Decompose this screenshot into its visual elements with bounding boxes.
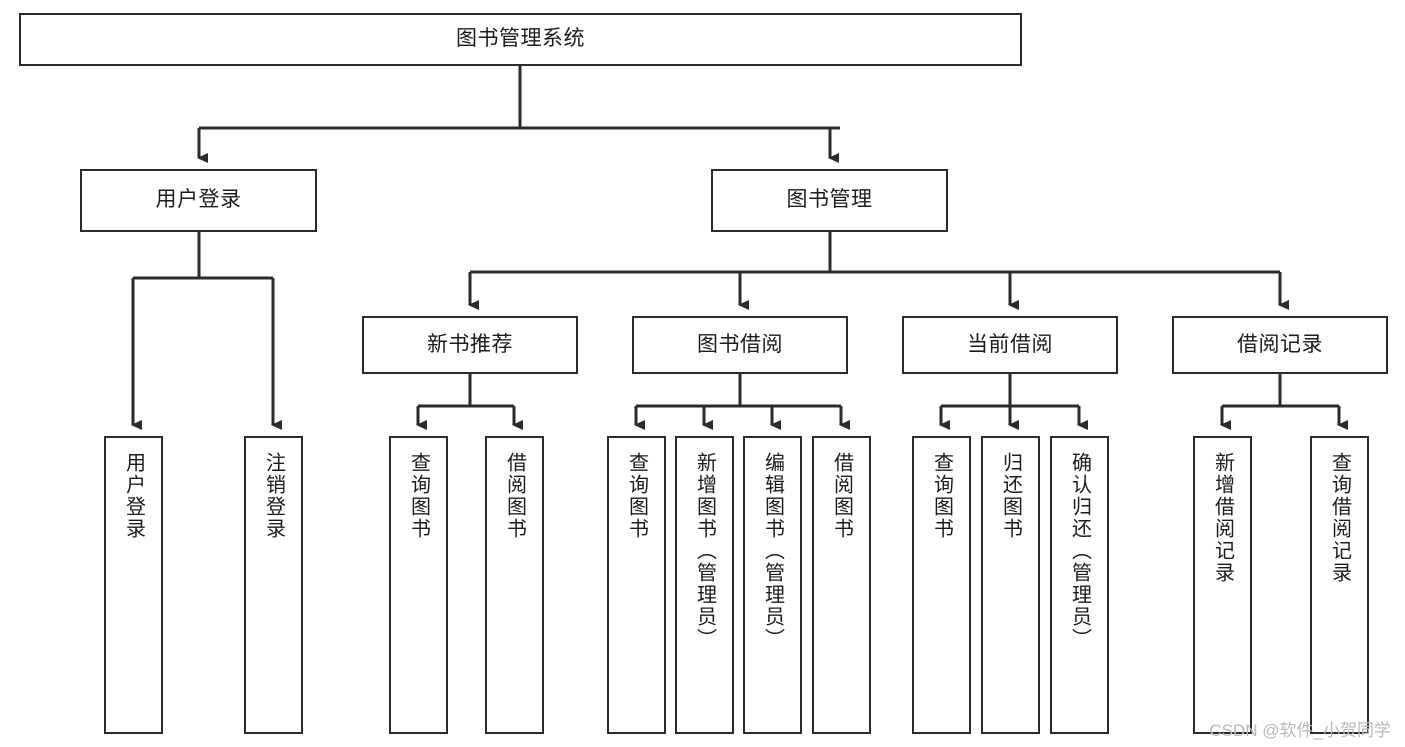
- node-label: 图书借阅: [697, 332, 783, 356]
- node-leaf-newbook-borrow-book[interactable]: 借阅图书: [485, 436, 544, 734]
- node-leaf-current-query-book[interactable]: 查询图书: [912, 436, 971, 734]
- node-label: 确认归还（管理员）: [1068, 452, 1091, 650]
- node-root-book-management-system[interactable]: 图书管理系统: [19, 13, 1022, 66]
- node-leaf-borrow-edit-book-admin[interactable]: 编辑图书（管理员）: [743, 436, 802, 734]
- node-label: 查询图书: [930, 452, 953, 540]
- node-leaf-borrow-borrow-book[interactable]: 借阅图书: [812, 436, 871, 734]
- node-current-borrow[interactable]: 当前借阅: [902, 316, 1118, 374]
- node-label: 借阅图书: [503, 452, 526, 540]
- node-book-management[interactable]: 图书管理: [711, 169, 948, 232]
- node-label: 注销登录: [262, 452, 285, 540]
- watermark: CSDN @软件_小贺同学: [1209, 721, 1391, 740]
- node-book-borrow[interactable]: 图书借阅: [632, 316, 848, 374]
- node-label: 查询图书: [625, 452, 648, 540]
- node-leaf-borrow-query-book[interactable]: 查询图书: [607, 436, 666, 734]
- node-leaf-borrow-add-book-admin[interactable]: 新增图书（管理员）: [675, 436, 734, 734]
- node-leaf-logout[interactable]: 注销登录: [244, 436, 303, 734]
- node-leaf-record-add-record[interactable]: 新增借阅记录: [1193, 436, 1252, 734]
- node-label: 编辑图书（管理员）: [761, 452, 784, 650]
- node-label: 图书管理系统: [456, 27, 585, 51]
- node-label: 归还图书: [999, 452, 1022, 540]
- node-label: 当前借阅: [967, 332, 1053, 356]
- node-label: 查询借阅记录: [1328, 452, 1351, 584]
- node-user-login[interactable]: 用户登录: [80, 169, 317, 232]
- node-label: 借阅图书: [830, 452, 853, 540]
- node-label: 图书管理: [786, 188, 873, 212]
- node-new-book-recommend[interactable]: 新书推荐: [362, 316, 578, 374]
- node-leaf-current-confirm-return-admin[interactable]: 确认归还（管理员）: [1050, 436, 1109, 734]
- node-label: 新增图书（管理员）: [693, 452, 716, 650]
- node-label: 借阅记录: [1237, 332, 1323, 356]
- node-leaf-current-return-book[interactable]: 归还图书: [981, 436, 1040, 734]
- node-label: 新增借阅记录: [1211, 452, 1234, 584]
- node-borrow-record[interactable]: 借阅记录: [1172, 316, 1388, 374]
- node-leaf-record-query-record[interactable]: 查询借阅记录: [1310, 436, 1369, 734]
- node-label: 新书推荐: [427, 332, 513, 356]
- node-label: 用户登录: [155, 188, 242, 212]
- node-leaf-user-login[interactable]: 用户登录: [104, 436, 163, 734]
- node-label: 查询图书: [407, 452, 430, 540]
- node-leaf-newbook-query-book[interactable]: 查询图书: [389, 436, 448, 734]
- node-label: 用户登录: [122, 452, 145, 540]
